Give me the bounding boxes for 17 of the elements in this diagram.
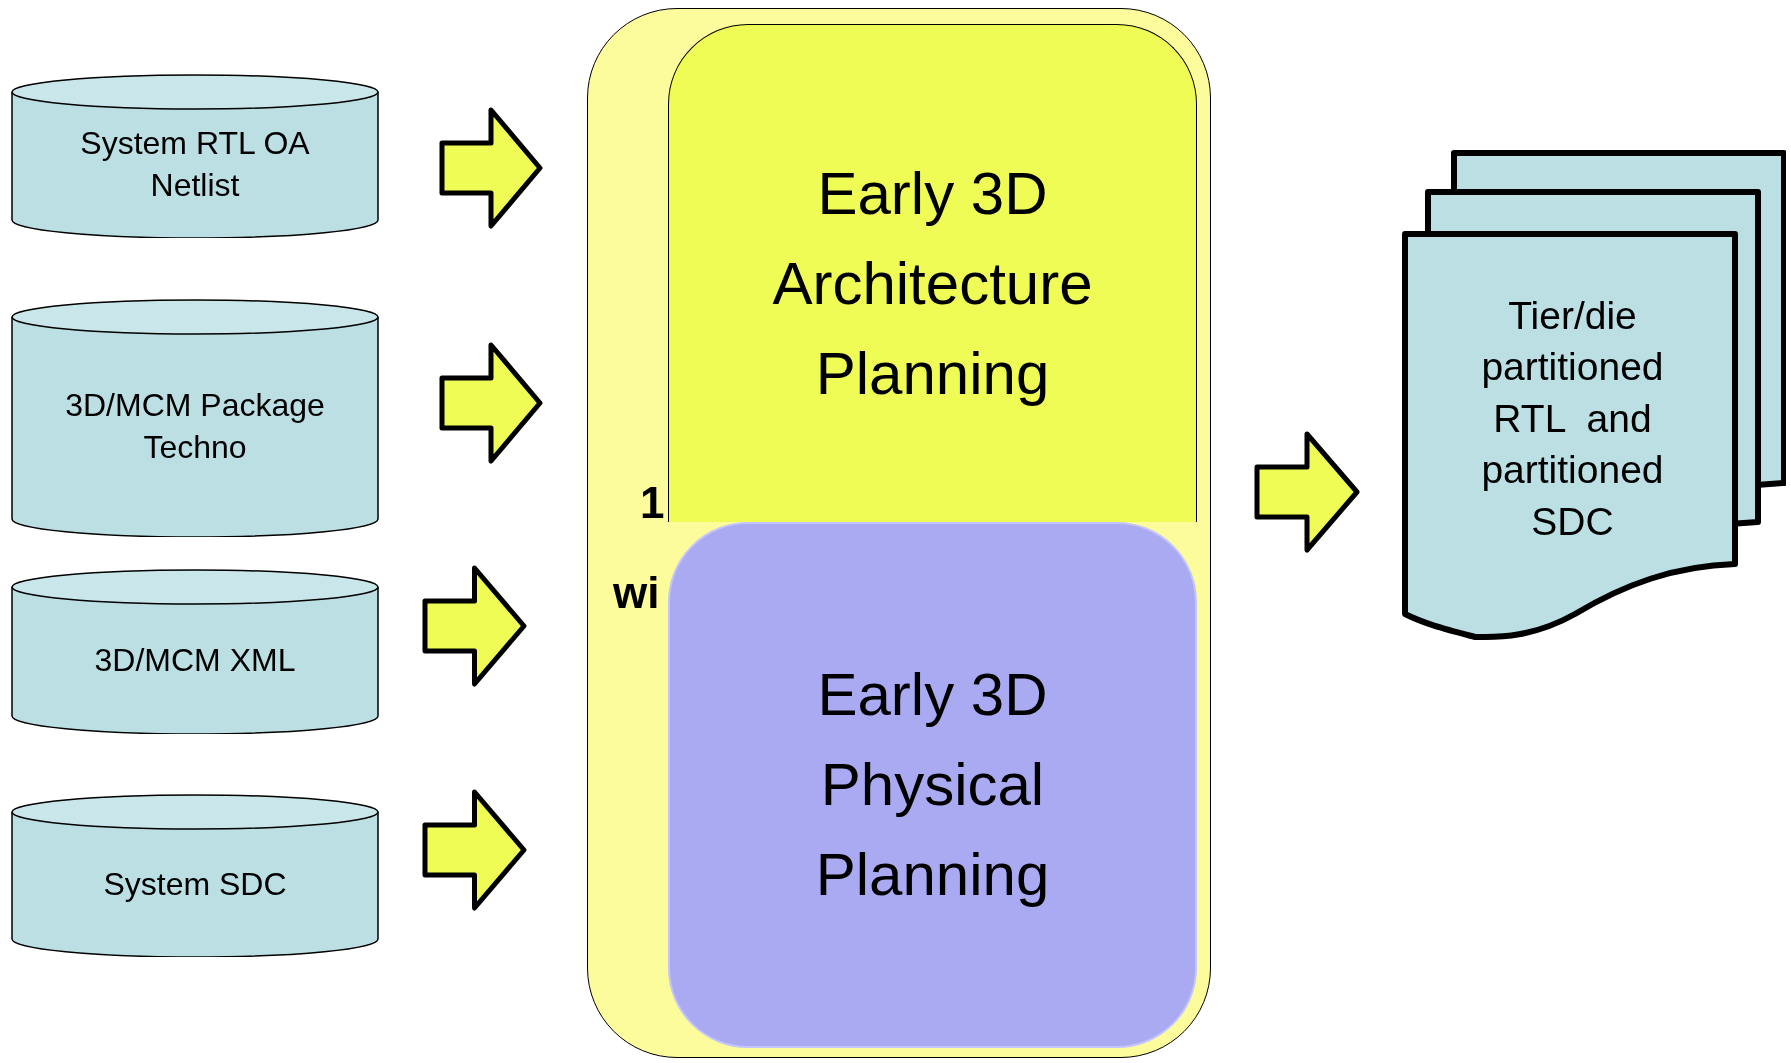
block-arrow (422, 789, 527, 911)
database-label: 3D/MCM XML (94, 640, 296, 680)
database-label: System RTL OA Netlist (79, 124, 311, 205)
database-label: 3D/MCM Package Techno (64, 386, 326, 467)
process-label: Early 3D Architecture Planning (771, 158, 1094, 409)
block-arrow (422, 565, 527, 687)
process-box (668, 24, 1197, 522)
block-arrow (1254, 431, 1360, 553)
container-box (587, 8, 1211, 1058)
process-box (668, 522, 1197, 1048)
document-label: Tier/die partitioned RTL and partitioned SDC (1480, 293, 1665, 545)
process-label: Early 3D Physical Planning (814, 660, 1051, 910)
partial-label: wi (613, 571, 660, 615)
block-arrow (439, 342, 543, 464)
block-arrow (439, 107, 543, 229)
partial-label: 1 (640, 481, 665, 525)
database-label: System SDC (103, 864, 287, 904)
